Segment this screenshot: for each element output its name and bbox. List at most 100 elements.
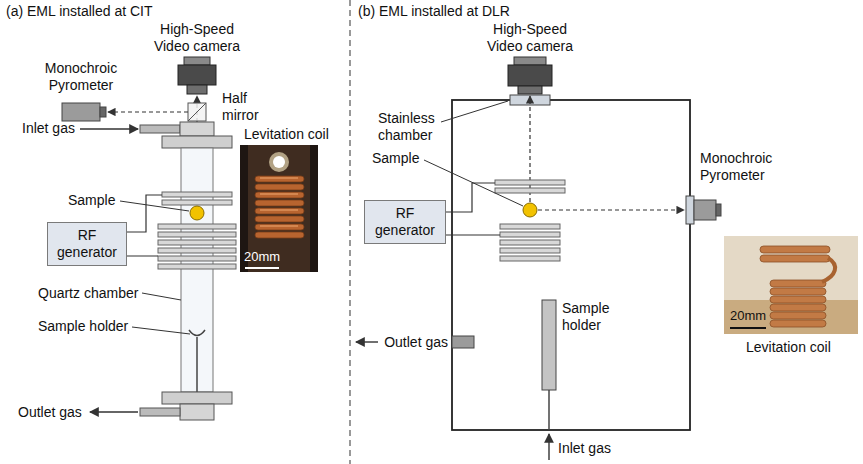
sample-glow [269,152,289,172]
part-label: Quartz chamber [38,285,138,302]
scale-bar [730,327,766,329]
coil-turn [495,188,565,193]
top-cap [180,122,214,136]
camera-lens [187,85,207,94]
leader-line [424,160,523,206]
sample-sphere [190,206,204,220]
coil-turn [158,240,236,245]
coil-turn [255,192,304,198]
gas-label: Inlet gas [558,440,611,457]
coil-turn [255,208,304,214]
coil-highlight [260,210,298,211]
camera-a [178,57,216,94]
coil-turn [158,264,236,269]
coil-turn [770,296,826,303]
holder-rod [548,390,550,430]
box-text: RF generator [52,227,122,261]
device-label: Monochroic Pyrometer [36,60,126,94]
pyrometer-lens [716,204,721,216]
bottom-cap [180,404,214,420]
coil-turn [255,176,304,182]
part-label: Sample [68,192,115,209]
device-label: Monochroic Pyrometer [700,150,790,184]
coil-turn [770,312,826,319]
coil-turn [500,248,560,253]
camera-cap [184,57,210,65]
leader-line [120,201,189,211]
coil-turn [500,240,560,245]
pyrometer-body [62,103,100,121]
coil-a [158,192,236,269]
bottom-flange [162,392,232,404]
coil-lead [822,258,835,282]
quartz-tube [181,148,213,392]
pyrometer-a [62,103,106,121]
coil-b [495,180,565,261]
camera-cap [514,57,546,65]
gas-pipe [140,125,180,133]
sample-holder [542,300,556,390]
photo-ground [240,145,318,272]
coil-turn [255,232,304,238]
coil-turn [770,320,826,327]
gas-label: Outlet gas [18,404,82,421]
coil-photo-b [724,236,858,334]
scale-bar [245,267,279,269]
gas-pipe [140,408,180,416]
pyrometer-b [694,200,721,220]
side-window [686,196,694,224]
scale-label: 20mm [244,249,280,265]
coil-turn [255,216,304,222]
part-label: Sample [372,150,419,167]
rf-wire [446,183,500,235]
scale-label: 20mm [730,308,766,324]
coil-turn [158,248,236,253]
pyrometer-lens [100,107,106,117]
optical-path [538,209,684,210]
coil-turn [158,224,236,229]
device-label: Half mirror [222,90,268,124]
panel-title: (a) EML installed at CIT [6,3,153,20]
coil-turn [770,304,826,311]
coil-photo-a [240,145,318,272]
coil-turn [162,200,232,205]
photo-table [724,300,858,334]
gas-label: Outlet gas [370,334,448,351]
device-label: High-Speed Video camera [482,21,578,55]
optical-path [529,96,530,202]
photo-caption: Levitation coil [746,339,831,356]
coil-turn [770,280,826,287]
gas-arrow [356,341,378,342]
top-flange [162,136,232,148]
coil-turn [255,224,304,230]
half-mirror [188,103,206,121]
coil-highlight [260,194,298,195]
photo-caption: Levitation coil [244,126,329,143]
device-label: High-Speed Video camera [149,21,245,55]
sample-glow [273,156,285,168]
coil-turn [760,255,830,262]
generator-box: RF generator [47,222,127,266]
holder-cup [189,330,205,336]
panel-divider [349,0,350,464]
coil-highlight [260,178,298,179]
pyrometer-body [694,200,716,220]
gas-label: Inlet gas [22,120,75,137]
leader-line [132,327,190,334]
coil-highlight [260,226,298,227]
box-text: RF generator [369,205,441,239]
mirror-diagonal [188,103,206,121]
leader-line [142,293,181,300]
leader-line [441,101,508,122]
gas-arrow [548,434,549,460]
part-label: Stainless chamber [378,110,442,144]
camera-body [178,65,216,85]
coil-turn [500,232,560,237]
optical-path [108,111,188,112]
coil-turn [760,246,830,253]
gas-arrow [90,411,138,412]
photo-ground [724,236,858,334]
camera-body [508,65,552,86]
holder-rod [196,337,198,392]
